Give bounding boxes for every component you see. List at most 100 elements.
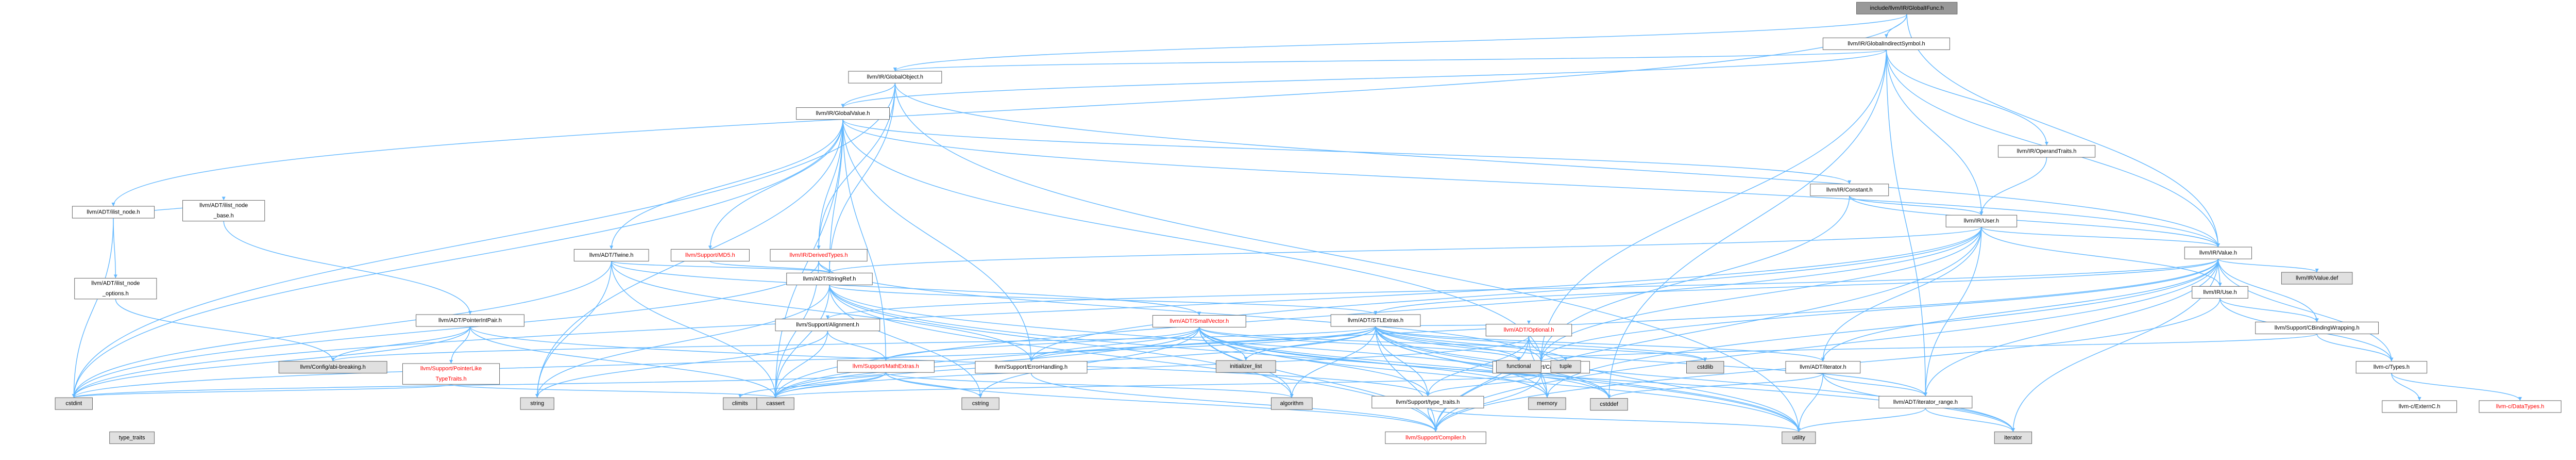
edge-gv-to-mathextras [842,119,886,361]
node-ptrintpair[interactable]: llvm/ADT/PointerIntPair.h [416,314,524,327]
node-string[interactable]: string [520,397,554,410]
node-itrange[interactable]: llvm/ADT/iterator_range.h [1878,396,1973,408]
node-datatypes[interactable]: llvm-c/DataTypes.h [2479,400,2562,413]
node-cbind[interactable]: llvm/Support/CBindingWrapping.h [2255,321,2379,334]
edge-md5-to-stringref [709,260,830,274]
edge-ptrintpair-to-ptrlike [450,326,471,364]
node-user[interactable]: llvm/IR/User.h [1945,215,2018,227]
node-cstdint[interactable]: cstdint [55,397,93,410]
node-twine[interactable]: llvm/ADT/Twine.h [573,249,649,261]
edge-stlextras-to-errh [1030,326,1376,362]
node-derived[interactable]: llvm/IR/DerivedTypes.h [770,249,868,261]
edge-ptrintpair-to-configab [332,326,471,362]
node-md5[interactable]: llvm/Support/MD5.h [670,249,750,261]
node-compiler[interactable]: llvm/Support/Compiler.h [1385,431,1486,444]
node-label-cbind: llvm/Support/CBindingWrapping.h [2275,325,2360,331]
node-optional[interactable]: llvm/ADT/Optional.h [1485,324,1572,337]
edge-casting-to-typetraits [1427,373,1542,397]
node-errh[interactable]: llvm/Support/ErrorHandling.h [975,361,1088,374]
edge-gis-to-itrange [1886,50,1926,397]
node-gis[interactable]: llvm/IR/GlobalIndirectSymbol.h [1822,37,1950,50]
node-functional[interactable]: functional [1496,360,1541,373]
node-algorithm[interactable]: algorithm [1270,397,1313,410]
node-externc[interactable]: llvm-c/ExternC.h [2382,400,2458,413]
edge-value-to-itrange [1925,259,2219,397]
edge-root-to-ilist [113,14,1907,206]
node-initlist[interactable]: initializer_list [1215,360,1276,373]
node-box-optional [1485,324,1572,337]
node-label-opt: llvm/IR/OperandTraits.h [2017,148,2077,154]
node-cstddef[interactable]: cstddef [1590,398,1628,411]
edge-twine-to-smallvec [611,261,1200,316]
edge-user-to-compiler [1435,227,1982,432]
edge-arrowhead-stlextras-to-functional [1517,357,1521,361]
node-go[interactable]: llvm/IR/GlobalObject.h [848,71,942,84]
node-opt[interactable]: llvm/IR/OperandTraits.h [1997,145,2096,158]
node-label-ilist: llvm/ADT/ilist_node.h [87,209,140,215]
node-climits[interactable]: climits [723,397,757,410]
node-use[interactable]: llvm/IR/Use.h [2192,286,2248,299]
node-ctypes[interactable]: llvm-c/Types.h [2355,361,2428,374]
edge-derived-to-cstdint [73,261,819,398]
node-cassert[interactable]: cassert [756,397,794,410]
node-cstdlib[interactable]: cstdlib [1686,361,1724,374]
edge-stlextras-to-initlist [1245,326,1376,361]
node-box-string [520,397,554,410]
node-box-gv [796,107,890,120]
edge-opt-to-user [1981,157,2047,216]
edge-mathextras-to-cstring [885,372,981,398]
edge-arrowhead-ilist-to-ilistbase [222,196,226,201]
edge-itrange-to-utility [1798,407,1926,432]
node-label-twine: llvm/ADT/Twine.h [589,252,634,258]
node-ilistopt[interactable]: llvm/ADT/ilist_node_options.h [74,278,157,300]
edge-arrowhead-stlextras-to-optional [1527,320,1531,324]
edge-stlextras-to-itrange [1375,326,1926,397]
edge-mathextras-to-compiler [885,372,1436,432]
node-stringref[interactable]: llvm/ADT/StringRef.h [786,272,873,285]
node-ilistbase[interactable]: llvm/ADT/ilist_node_base.h [182,200,265,222]
node-label-mathextras: llvm/Support/MathExtras.h [853,364,919,370]
node-ilist[interactable]: llvm/ADT/ilist_node.h [72,206,155,219]
node-root: include/llvm/IR/GlobalIFunc.h [1856,2,1958,14]
node-box-gis [1822,37,1950,50]
edge-align-to-mathextras [827,331,886,361]
node-configab[interactable]: llvm/Config/abi-breaking.h [278,361,387,374]
node-align[interactable]: llvm/Support/Alignment.h [775,319,880,332]
node-typetraits_std[interactable]: type_traits [109,431,155,444]
node-tuple[interactable]: tuple [1550,360,1581,373]
dependency-edges [72,13,2522,432]
edge-ptrintpair-to-cstdint [73,326,471,398]
node-iterator[interactable]: llvm/ADT/iterator.h [1785,361,1861,374]
node-box-iterator_std [1994,431,2032,444]
edge-casting-to-cassert [775,373,1542,398]
edge-arrowhead-gv-to-twine [609,245,614,250]
edge-optional-to-typetraits [1427,336,1530,397]
edge-iterator-to-cstddef [1608,373,1824,399]
edge-arrowhead-use-to-cbind [2315,318,2319,322]
node-stlextras[interactable]: llvm/ADT/STLExtras.h [1330,314,1421,327]
node-box-tuple [1550,360,1581,373]
node-iterator_std[interactable]: iterator [1994,431,2032,444]
node-utility[interactable]: utility [1782,431,1816,444]
node-label-md5: llvm/Support/MD5.h [685,252,735,258]
node-value[interactable]: llvm/IR/Value.h [2184,247,2252,259]
edge-value-to-compiler [1435,259,2219,432]
node-const[interactable]: llvm/IR/Constant.h [1810,184,1889,196]
node-mathextras[interactable]: llvm/Support/MathExtras.h [837,360,935,373]
node-smallvec[interactable]: llvm/ADT/SmallVector.h [1152,315,1246,327]
node-memory[interactable]: memory [1528,397,1566,410]
node-box-smallvec [1152,315,1246,327]
node-typetraits[interactable]: llvm/Support/type_traits.h [1371,396,1484,408]
node-label-stringref: llvm/ADT/StringRef.h [803,276,856,282]
node-gv[interactable]: llvm/IR/GlobalValue.h [796,107,890,120]
node-label-ptrintpair: llvm/ADT/PointerIntPair.h [438,318,502,324]
node-label-climits: climits [732,401,748,407]
node-valuedef[interactable]: llvm/IR/Value.def [2281,272,2353,285]
edge-ptrintpair-to-typetraits [469,326,1429,397]
node-cstring[interactable]: cstring [961,397,999,410]
node-label-smallvec: llvm/ADT/SmallVector.h [1170,318,1229,324]
node-label-cassert: cassert [766,401,784,407]
edge-smallvec-to-mathextras [885,327,1200,361]
node-box-align [775,319,880,332]
